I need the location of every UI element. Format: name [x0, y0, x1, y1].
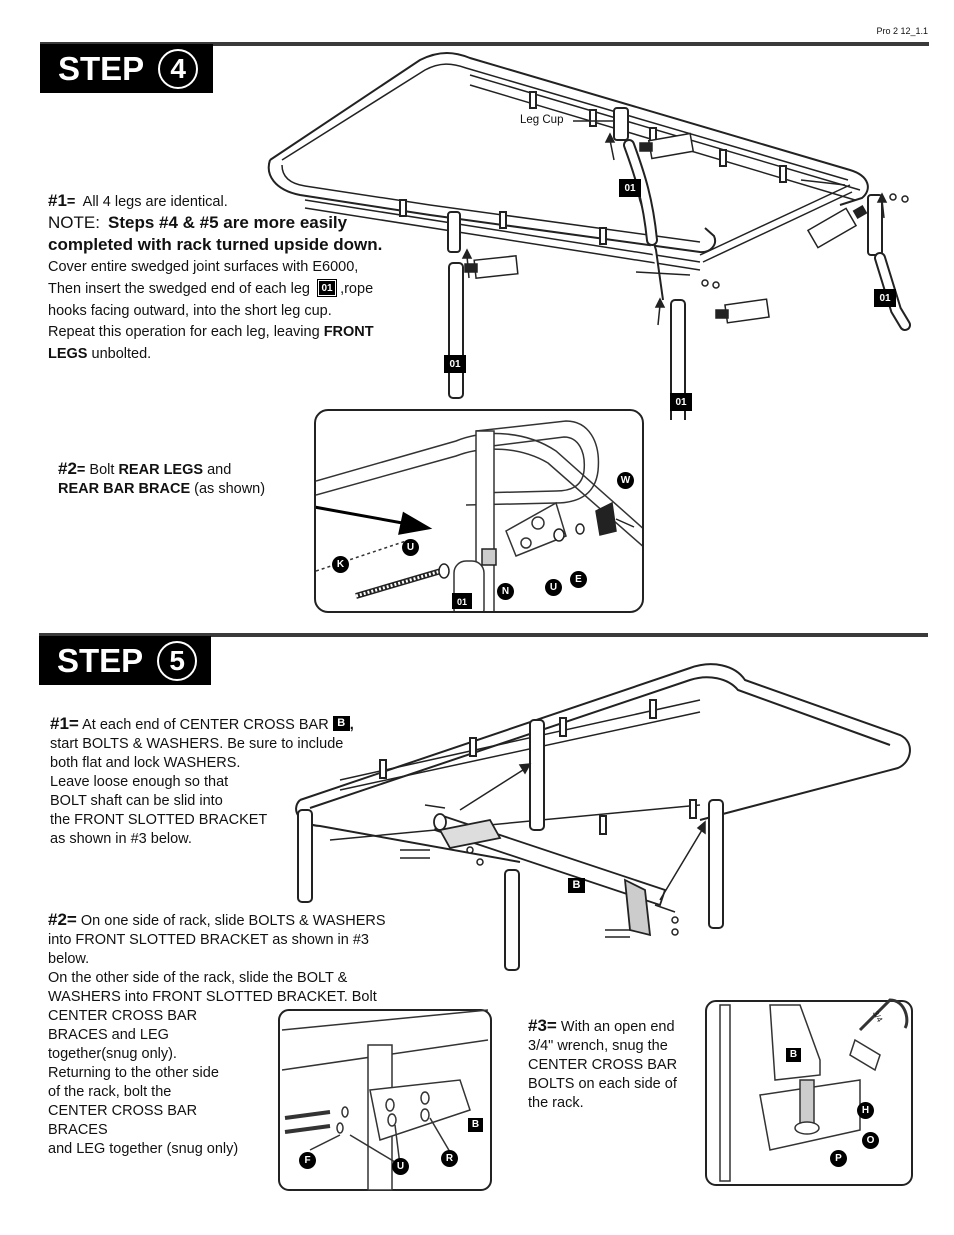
rear-bar-brace-label: REAR BAR BRACE: [58, 481, 191, 497]
step4-item2-and: and: [207, 462, 232, 478]
step4-front: FRONT: [323, 324, 374, 340]
step4-detail-panel: W U K N U E 01: [314, 409, 644, 613]
callout-h: H: [857, 1102, 874, 1119]
step5-item2-l4: On the other side of the rack, slide the…: [48, 970, 348, 986]
step5-number: 5: [157, 640, 198, 681]
step5-item1-sep: =: [68, 714, 79, 733]
note-line1: Steps #4 & #5 are more easily: [108, 213, 348, 232]
step5-item1-l6: the FRONT SLOTTED BRACKET: [50, 812, 268, 828]
version-label: Pro 2 12_1.1: [876, 26, 928, 36]
callout-w: W: [617, 472, 634, 489]
step5-header: STEP 5: [39, 636, 211, 685]
step4-number: 4: [158, 48, 199, 89]
step4-item1-sep: =: [66, 194, 76, 210]
step4-rule: [40, 42, 929, 46]
step5-item1-l3: both flat and lock WASHERS.: [50, 755, 241, 771]
step5-title: STEP: [57, 641, 144, 679]
step4-title: STEP: [58, 49, 145, 87]
step5-item3-sep: =: [546, 1016, 557, 1035]
part-b-tag: B: [568, 878, 585, 893]
step5-item1-num: #1: [50, 714, 69, 733]
step5-item1-comma: ,: [349, 717, 354, 733]
step5-item1: #1= At each end of CENTER CROSS BAR B, s…: [50, 714, 395, 849]
step5-item3-l4: BOLTS on each side of: [528, 1076, 677, 1092]
callout-o: O: [862, 1132, 879, 1149]
step5-item3-num: #3: [528, 1016, 547, 1035]
part-b-tag: B: [468, 1118, 483, 1132]
step5-item2-l8: together(snug only).: [48, 1046, 177, 1062]
rear-leg-bolt-detail: [316, 420, 642, 611]
step5-item2-l5: WASHERS into FRONT SLOTTED BRACKET. Bolt: [48, 989, 377, 1005]
step5-item2-l11: CENTER CROSS BAR: [48, 1103, 198, 1119]
callout-u: U: [545, 579, 562, 596]
callout-u: U: [392, 1158, 409, 1175]
step5-item1-l1: At each end of CENTER CROSS BAR: [82, 717, 329, 733]
step4-line-b: Then insert the swedged end of each leg: [48, 281, 310, 297]
step5-item2: #2= On one side of rack, slide BOLTS & W…: [48, 910, 428, 1159]
step4-instructions: #1= All 4 legs are identical. NOTE: Step…: [48, 191, 428, 364]
step5-item2-l7: BRACES and LEG: [48, 1027, 169, 1043]
step5-item2-l6: CENTER CROSS BAR: [48, 1008, 198, 1024]
step4-item2-post: (as shown): [194, 481, 266, 497]
step4-unbolted: unbolted.: [91, 346, 152, 362]
step5-item2-num: #2: [48, 910, 67, 929]
step4-item1-num: #1: [48, 191, 67, 210]
step4-item2-sep: =: [76, 462, 86, 478]
step5-item2-l1: On one side of rack, slide BOLTS & WASHE…: [80, 913, 386, 929]
step5-item2-l13: and LEG together (snug only): [48, 1141, 239, 1157]
callout-f: F: [299, 1152, 316, 1169]
step4-item2: #2= Bolt REAR LEGS and REAR BAR BRACE (a…: [58, 459, 308, 499]
callout-n: N: [497, 583, 514, 600]
step4-rack-illustration: [267, 52, 911, 420]
callout-e: E: [570, 571, 587, 588]
step4-header: STEP 4: [40, 44, 213, 93]
part-tag-01-inline: 01: [317, 279, 338, 298]
callout-r: R: [441, 1150, 458, 1167]
step5-item2-l10: of the rack, bolt the: [48, 1084, 172, 1100]
step4-line-b-end: ,rope: [340, 281, 374, 297]
part-tag-01: 01: [619, 179, 641, 197]
step5-rule: [39, 633, 928, 637]
step5-item1-l2: start BOLTS & WASHERS. Be sure to includ…: [50, 736, 344, 752]
rear-legs-label: REAR LEGS: [118, 462, 204, 478]
callout-p: P: [830, 1150, 847, 1167]
step4-item1-text: All 4 legs are identical.: [82, 194, 228, 210]
step5-item1-l4: Leave loose enough so that: [50, 774, 229, 790]
step5-item2-l2: into FRONT SLOTTED BRACKET as shown in #…: [48, 932, 369, 948]
step4-line-a: Cover entire swedged joint surfaces with…: [48, 259, 359, 275]
callout-k: K: [332, 556, 349, 573]
step4-line-d: Repeat this operation for each leg, leav…: [48, 324, 320, 340]
part-b-tag: B: [786, 1048, 801, 1062]
part-tag-01: 01: [452, 593, 472, 609]
step5-item2-sep: =: [66, 910, 77, 929]
step5-item3-l1: With an open end: [560, 1019, 675, 1035]
leg-cup-label: Leg Cup: [520, 114, 564, 126]
note-prefix: NOTE:: [48, 213, 100, 232]
step5-item3: #3= With an open end 3/4" wrench, snug t…: [528, 1016, 703, 1113]
step4-legs: LEGS: [48, 346, 88, 362]
part-b-inline: B: [332, 715, 350, 731]
callout-u: U: [402, 539, 419, 556]
step4-line-c: hooks facing outward, into the short leg…: [48, 303, 332, 319]
step5-item2-l3: below.: [48, 951, 90, 967]
step4-item2-pre: Bolt: [89, 462, 115, 478]
step5-item2-l12: BRACES: [48, 1122, 108, 1138]
part-tag-01: 01: [444, 355, 466, 373]
step5-item3-l2: 3/4" wrench, snug the: [528, 1038, 668, 1054]
step5-item1-l5: BOLT shaft can be slid into: [50, 793, 223, 809]
part-tag-01: 01: [874, 289, 896, 307]
step5-item3-l5: the rack.: [528, 1095, 584, 1111]
step5-item2-l9: Returning to the other side: [48, 1065, 219, 1081]
step5-item3-l3: CENTER CROSS BAR: [528, 1057, 678, 1073]
step4-item2-num: #2: [58, 459, 77, 478]
step5-item1-l7: as shown in #3 below.: [50, 831, 192, 847]
part-tag-01: 01: [670, 393, 692, 411]
note-line2: completed with rack turned upside down.: [48, 235, 383, 254]
